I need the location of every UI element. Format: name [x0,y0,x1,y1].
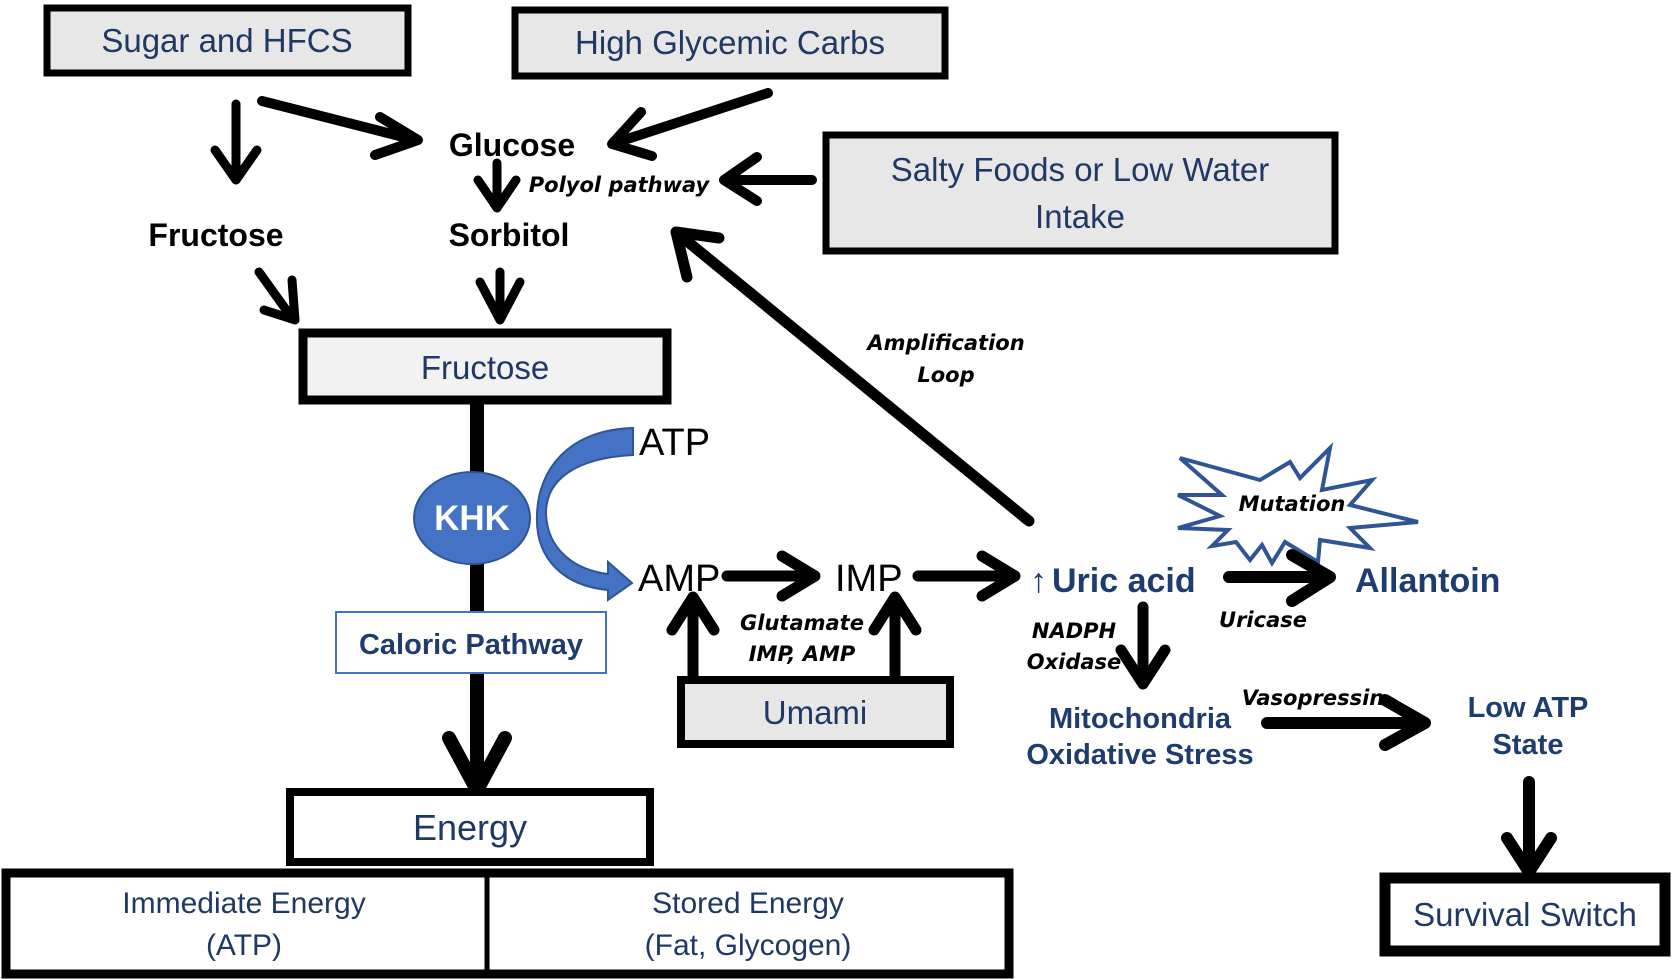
box-salty-foods-label-line1: Salty Foods or Low Water [891,151,1269,188]
node-low-atp: Low ATP [1468,692,1589,724]
stored-energy-sublabel: (Fat, Glycogen) [645,929,852,962]
arrow-sugar-to-fructose [210,99,262,185]
box-caloric-pathway: Caloric Pathway [335,611,607,674]
box-sugar-hfcs: Sugar and HFCS [43,4,412,77]
arrow-umami-to-amp [666,591,720,680]
box-fructose-label: Fructose [421,349,549,386]
box-umami-label: Umami [763,694,868,731]
khk-enzyme: KHK [413,471,531,565]
box-caloric-pathway-label: Caloric Pathway [359,629,583,661]
box-energy-label: Energy [413,807,527,848]
label-mutation: Mutation [1239,492,1346,516]
node-state: State [1493,729,1564,761]
box-fructose: Fructose [298,328,672,405]
node-glucose: Glucose [449,127,575,163]
arrow-umami-to-imp [868,591,922,680]
label-oxidase: Oxidase [1027,650,1122,674]
arrow-fructose-to-energy [442,404,512,797]
khk-label: KHK [434,499,510,538]
label-glutamate: Glutamate [740,611,864,635]
box-energy: Energy [286,788,654,866]
immediate-energy-sublabel: (ATP) [206,929,282,962]
node-uric-acid: Uric acid [1052,562,1196,600]
arrow-salty-to-polyol [719,152,817,206]
box-survival-switch: Survival Switch [1379,872,1671,957]
arrow-imp-to-uric-acid [912,550,1021,602]
node-fructose: Fructose [148,217,283,253]
box-survival-switch-label: Survival Switch [1413,896,1637,933]
node-amp: AMP [638,558,720,600]
box-sugar-hfcs-label: Sugar and HFCS [101,22,352,59]
label-vasopressin: Vasopressin [1242,686,1385,710]
label-imp-amp: IMP, AMP [749,642,856,666]
arrow-sorbitol-to-fructose-box [475,267,525,325]
curved-arrow-atp-to-amp [535,426,634,602]
arrow-uric-acid-to-allantoin [1223,549,1336,607]
arrow-low-atp-to-survival-switch [1501,776,1557,878]
immediate-energy-label: Immediate Energy [122,887,365,920]
box-umami: Umami [677,676,954,748]
arrow-fructose-to-fructose-box [254,267,300,325]
node-mitochondria: Mitochondria [1049,703,1232,735]
arrow-uric-acid-to-mitochondria [1115,601,1171,690]
arrow-carbs-to-glucose [607,88,773,161]
node-atp: ATP [639,422,710,464]
box-energy-split [1,868,1014,979]
arrow-sugar-to-glucose [257,96,423,160]
box-salty-foods: Salty Foods or Low Water Intake [822,131,1339,255]
node-oxidative-stress: Oxidative Stress [1026,739,1253,771]
up-arrow-icon: ↑ [1030,562,1047,600]
node-sorbitol: Sorbitol [449,217,570,253]
arrow-amplification-loop [670,226,1035,527]
box-salty-foods-label-line2: Intake [1035,198,1125,235]
label-uricase: Uricase [1219,608,1307,632]
box-high-glycemic-carbs: High Glycemic Carbs [511,6,949,80]
label-polyol-pathway: Polyol pathway [529,173,711,197]
label-loop: Loop [917,363,974,387]
node-allantoin: Allantoin [1355,562,1500,600]
box-immediate-energy: Immediate Energy (ATP) [122,887,365,962]
label-amplification: Amplification [865,331,1024,355]
arrow-glucose-to-sorbitol [473,158,521,213]
arrow-mitochondria-to-low-atp [1261,694,1431,751]
label-nadph: NADPH [1032,619,1117,643]
stored-energy-label: Stored Energy [652,887,844,920]
arrow-amp-to-imp [721,550,821,602]
box-stored-energy: Stored Energy (Fat, Glycogen) [645,887,852,962]
mutation-starburst-icon: Mutation [1177,441,1419,567]
box-high-glycemic-carbs-label: High Glycemic Carbs [575,24,885,61]
